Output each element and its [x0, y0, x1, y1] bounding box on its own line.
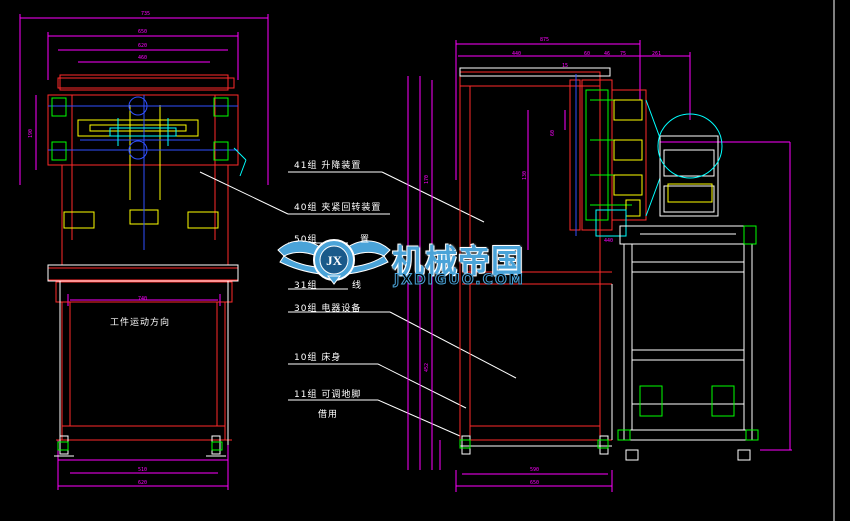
dim-side-a: 440 [512, 51, 522, 57]
front-foot-left [57, 441, 69, 451]
side-dimension-lines [407, 40, 691, 492]
front-view [19, 14, 269, 490]
front-details-cyan [109, 118, 247, 177]
side-outline [459, 67, 613, 447]
side-frame [459, 71, 612, 446]
side-clamp-cyan [595, 99, 661, 237]
callout-adjustable-feet: 11组 可调地脚 [294, 390, 362, 400]
watermark-logo: JX [277, 239, 391, 285]
side-clamp-yellow [613, 99, 643, 217]
watermark-logo-letters: JX [326, 253, 343, 268]
dim-front-bot1: 510 [138, 467, 148, 473]
dim-front-460: 460 [138, 55, 148, 61]
side-clamp-green [585, 89, 632, 221]
front-dimension-lines [19, 14, 269, 490]
dim-side-small: 60 [550, 129, 556, 136]
section-green [617, 225, 759, 441]
watermark-url: JXDIGUO.COM [394, 272, 525, 289]
side-view [407, 40, 691, 492]
watermark-title: 机械帝国 [392, 242, 525, 280]
dim-side-e: 261 [652, 51, 662, 57]
dim-front-side: 190 [28, 128, 34, 138]
dim-side-top: 875 [540, 37, 550, 43]
dim-front-620: 620 [138, 43, 148, 49]
callout-group-31: 31组 [294, 281, 318, 291]
dim-side-c: 46 [604, 51, 611, 57]
section-yellow [667, 183, 713, 203]
section-dimension-lines [660, 141, 792, 451]
dim-side-g: 130 [522, 170, 528, 180]
side-foot-left [459, 439, 471, 449]
side-foot-right [597, 439, 609, 449]
dim-front-mid: 740 [138, 296, 148, 302]
section-frame [619, 135, 757, 461]
dim-front-650: 650 [138, 29, 148, 35]
callout-electrical: 30组 电器设备 [294, 304, 362, 314]
callout-borrowed: 借用 [318, 410, 339, 420]
callout-group-50: 50组 [294, 235, 318, 245]
dim-side-b: 60 [584, 51, 591, 57]
callout-group-50-tail: 置 [360, 235, 371, 245]
dim-front-bot2: 620 [138, 480, 148, 486]
callout-leaders [199, 171, 517, 437]
front-foot-right [211, 441, 223, 451]
callout-lift-device: 41组 升降装置 [294, 161, 362, 171]
section-cyan [657, 113, 723, 179]
dim-side-v2: 452 [424, 362, 430, 372]
front-feet [54, 435, 226, 457]
dim-side-f: 15 [562, 63, 569, 69]
callout-clamp-rotate: 40组 夹紧回转装置 [294, 203, 382, 213]
dim-side-bot2: 650 [530, 480, 540, 486]
front-frame [47, 74, 239, 441]
dim-front-top: 735 [141, 11, 151, 17]
front-mechanism [63, 105, 219, 229]
side-clamp-assembly [569, 79, 647, 231]
dim-side-bot1: 590 [530, 467, 540, 473]
side-feet [461, 435, 609, 455]
dim-side-d: 75 [620, 51, 627, 57]
front-details-green [51, 97, 229, 161]
dim-side-v1: 170 [424, 174, 430, 184]
callout-bed: 10组 床身 [294, 353, 342, 363]
section-view [617, 113, 792, 461]
front-details-blue [48, 95, 238, 250]
dim-side-small2: 440 [604, 238, 614, 244]
flow-direction-label: 工件运动方向 [110, 318, 171, 328]
front-frame-outline [47, 264, 239, 445]
callout-group-31-tail: 线 [352, 281, 363, 291]
